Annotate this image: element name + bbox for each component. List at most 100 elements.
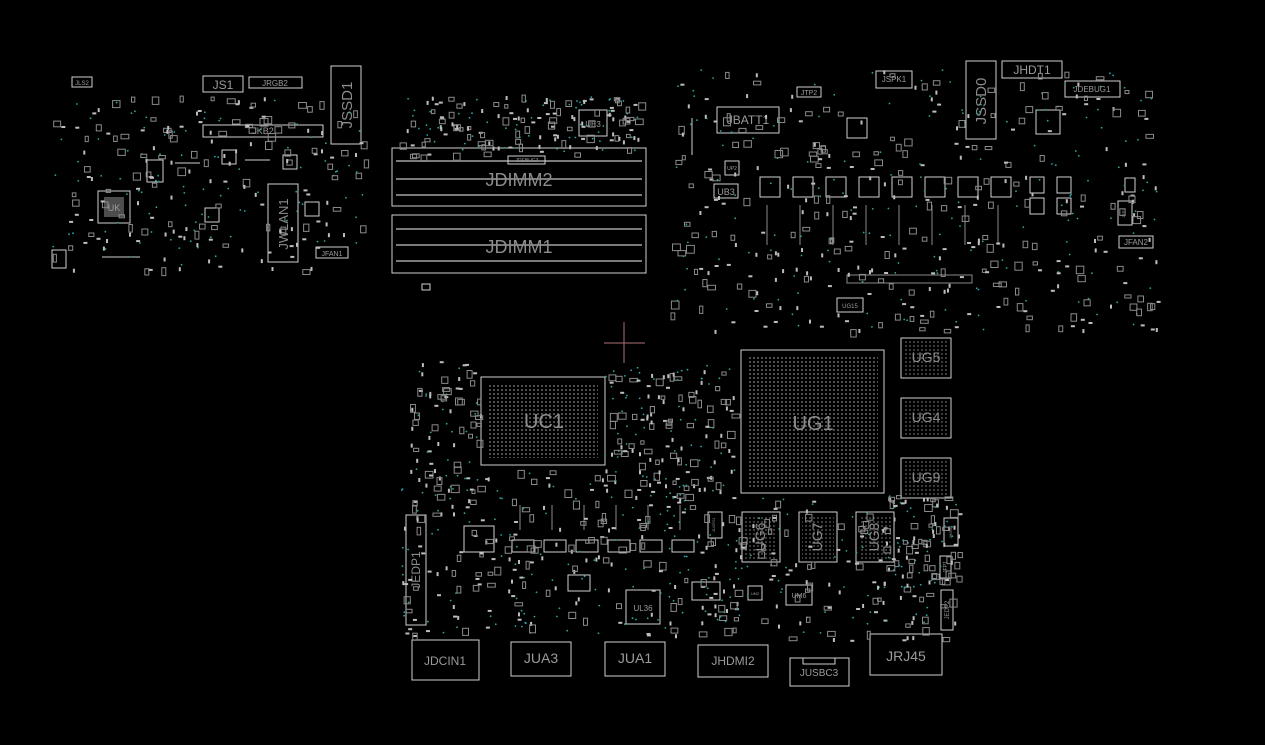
passive-component	[638, 102, 647, 111]
passive-component	[650, 612, 653, 617]
passive-component	[650, 420, 653, 425]
passive-component	[685, 223, 688, 226]
passive-component	[686, 422, 695, 429]
jdimm1-slot[interactable]	[391, 214, 647, 274]
passive-component	[169, 135, 178, 143]
ug7-vram[interactable]	[798, 511, 838, 563]
passive-component	[683, 555, 686, 558]
passive-component	[517, 116, 520, 121]
jdebug3-connector[interactable]	[507, 155, 546, 165]
ug1-gpu[interactable]	[740, 349, 885, 494]
ug15-ic[interactable]	[836, 297, 864, 313]
jrgb2-connector[interactable]	[248, 76, 303, 89]
um6-ic[interactable]	[785, 584, 813, 606]
passive-component	[693, 95, 696, 97]
passive-component	[463, 512, 466, 515]
jedp2-connector[interactable]	[940, 589, 954, 631]
passive-component	[888, 102, 891, 105]
passive-component	[899, 501, 902, 504]
passive-component	[827, 630, 836, 637]
ul36-ic[interactable]	[625, 589, 661, 625]
uc1-cpu[interactable]	[480, 376, 606, 466]
jhdt1-connector[interactable]	[1001, 60, 1063, 79]
passive-component	[712, 77, 714, 79]
jdebug1-connector[interactable]	[1064, 80, 1121, 98]
passive-component	[953, 525, 956, 530]
passive-component	[810, 155, 819, 163]
passive-component	[170, 195, 173, 200]
passive-component	[622, 140, 625, 145]
ug4-vram[interactable]	[900, 397, 952, 439]
passive-component	[237, 100, 240, 105]
ue3-ic[interactable]	[578, 109, 608, 137]
ub3-ic[interactable]	[713, 183, 739, 199]
jrj45-port[interactable]	[869, 633, 943, 676]
jbatt1-connector[interactable]	[716, 106, 780, 134]
passive-component	[827, 606, 832, 609]
jssd0-connector[interactable]	[965, 60, 997, 140]
passive-component	[420, 154, 428, 162]
passive-component	[786, 513, 789, 516]
jspk1-connector[interactable]	[875, 70, 913, 89]
ug9-vram[interactable]	[900, 457, 952, 499]
passive-component	[837, 523, 845, 531]
passive-component	[1003, 297, 1009, 306]
passive-component	[1155, 260, 1158, 265]
passive-component	[683, 485, 690, 492]
passive-component	[842, 192, 844, 195]
passive-component	[893, 517, 896, 522]
passive-component	[471, 529, 478, 537]
jfan1-connector[interactable]	[315, 246, 349, 259]
ug5-vram[interactable]	[900, 337, 952, 379]
passive-component	[126, 149, 129, 152]
jua1-port[interactable]	[604, 641, 666, 677]
jedp1-connector[interactable]	[405, 514, 427, 626]
passive-component	[429, 474, 433, 477]
um2-label: UM2	[751, 591, 760, 596]
jtp2-connector[interactable]	[796, 86, 822, 98]
passive-component	[929, 310, 935, 318]
passive-component	[1088, 322, 1093, 324]
passive-component	[897, 542, 899, 544]
jssd1-connector[interactable]	[330, 65, 362, 145]
js1-connector[interactable]	[202, 75, 244, 93]
passive-component	[811, 503, 814, 505]
passive-component	[866, 622, 869, 625]
passive-component	[445, 422, 448, 425]
passive-component	[96, 237, 101, 240]
passive-component	[945, 570, 952, 579]
jhdmi2-port[interactable]	[697, 644, 769, 678]
passive-component	[672, 372, 675, 377]
jfan2-connector[interactable]	[1118, 235, 1154, 249]
jdcin1-port[interactable]	[411, 639, 480, 681]
passive-component	[355, 153, 357, 157]
passive-component	[788, 636, 798, 642]
passive-component	[877, 585, 879, 590]
passive-component	[1112, 74, 1114, 77]
passive-component	[349, 111, 351, 114]
ug8-vram[interactable]	[855, 511, 895, 563]
passive-components-layer	[52, 69, 1161, 643]
passive-component	[769, 182, 772, 185]
passive-component	[807, 564, 812, 570]
passive-component	[906, 572, 913, 579]
jwlan1-connector[interactable]	[267, 183, 299, 263]
passive-component	[933, 581, 936, 584]
passive-component	[249, 142, 252, 147]
passive-component	[826, 166, 831, 169]
passive-component	[781, 588, 783, 590]
ug6-vram[interactable]	[741, 511, 781, 563]
passive-component	[449, 497, 452, 500]
passive-component	[545, 113, 550, 116]
passive-component	[998, 281, 1007, 288]
passive-component	[430, 109, 436, 115]
passive-component	[402, 573, 404, 576]
passive-component	[1069, 195, 1072, 197]
passive-component	[545, 98, 548, 102]
passive-component	[920, 164, 925, 167]
jua3-port[interactable]	[510, 641, 572, 677]
passive-component	[698, 534, 701, 539]
uk-ic[interactable]	[97, 190, 131, 224]
passive-component	[408, 578, 413, 581]
